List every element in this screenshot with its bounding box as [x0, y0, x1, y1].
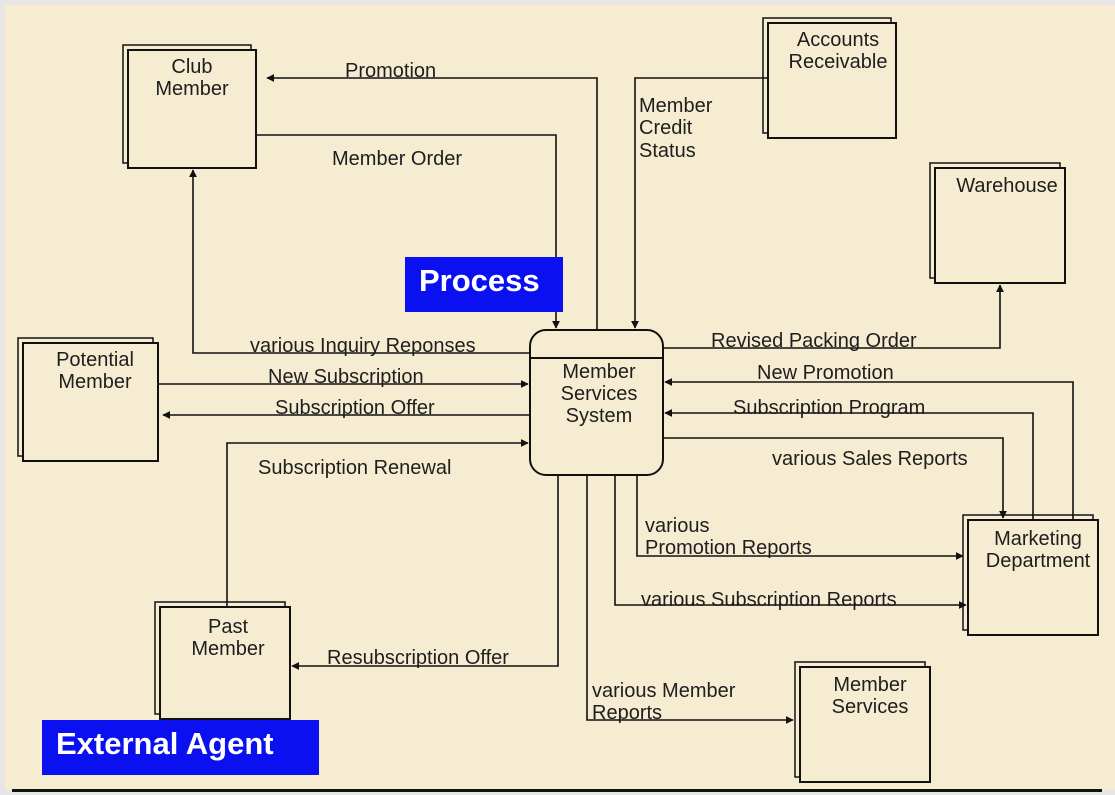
entity-potential-member: Potential Member: [17, 337, 159, 462]
entity-past-member: Past Member: [154, 601, 291, 720]
flow-label-subscription-program: Subscription Program: [733, 397, 925, 419]
flow-label-inquiry-responses: various Inquiry Reponses: [250, 335, 476, 357]
external-agent-callout: External Agent: [42, 720, 319, 775]
entity-label: Department: [986, 550, 1091, 572]
entity-label: Receivable: [789, 51, 888, 73]
entity-marketing-department: Marketing Department: [962, 514, 1099, 636]
process-member-services-system: Member Services System: [529, 329, 664, 476]
entity-club-member: Club Member: [122, 44, 257, 169]
flow-label-new-promotion: New Promotion: [757, 362, 894, 384]
diagram-canvas: Club Member Accounts Receivable Warehous…: [5, 5, 1115, 790]
process-label: Services: [561, 383, 638, 405]
flow-label-new-subscription: New Subscription: [268, 366, 424, 388]
flow-member-reports-line: [586, 475, 794, 724]
process-label: Member: [562, 361, 636, 383]
entity-label: Club: [171, 56, 212, 78]
flow-label-promotion: Promotion: [345, 60, 436, 82]
flow-revised-packing-order-line: [663, 284, 1004, 349]
entity-label: Warehouse: [956, 175, 1058, 197]
entity-label: Marketing: [994, 528, 1082, 550]
flow-subscription-program-line: [664, 409, 1034, 520]
flow-label-member-credit-status: Credit: [639, 117, 693, 139]
flow-label-member-credit-status: Member: [639, 95, 713, 117]
entity-label: Member: [833, 674, 907, 696]
flow-promotion-reports-line: [636, 475, 964, 560]
flow-subscription-renewal-line: [226, 439, 529, 607]
entity-accounts-receivable: Accounts Receivable: [762, 17, 897, 139]
process-callout: Process: [405, 257, 563, 312]
entity-label: Member: [191, 638, 265, 660]
flow-label-subscription-offer: Subscription Offer: [275, 397, 435, 419]
entity-label: Potential: [56, 349, 134, 371]
bottom-rule: [12, 789, 1102, 792]
entity-label: Past: [208, 616, 248, 638]
flow-label-promotion-reports: Promotion Reports: [645, 537, 812, 559]
flow-subscription-reports-line: [614, 475, 967, 609]
flow-label-resubscription-offer: Resubscription Offer: [327, 647, 509, 669]
flow-label-member-credit-status: Status: [639, 140, 696, 162]
process-label: System: [566, 405, 633, 427]
flow-label-revised-packing-order: Revised Packing Order: [711, 330, 917, 352]
flow-inquiry-responses-line: [189, 169, 530, 354]
flow-label-member-order: Member Order: [332, 148, 462, 170]
data-flow-diagram: Club Member Accounts Receivable Warehous…: [17, 17, 1099, 783]
flow-label-sales-reports: various Sales Reports: [772, 448, 968, 470]
flow-new-promotion-line: [664, 378, 1074, 520]
flow-member-credit-status-line: [631, 77, 768, 329]
flow-label-promotion-reports: various: [645, 515, 709, 537]
entity-label: Services: [832, 696, 909, 718]
entity-member-services: Member Services: [794, 661, 931, 783]
entity-label: Member: [58, 371, 132, 393]
flow-label-subscription-renewal: Subscription Renewal: [258, 457, 451, 479]
flow-label-member-reports: various Member: [592, 680, 736, 702]
flow-sales-reports-line: [663, 437, 1007, 519]
entity-warehouse: Warehouse: [929, 162, 1066, 284]
flow-resubscription-offer-line: [291, 475, 559, 670]
flow-promotion-line: [266, 74, 598, 330]
entity-label: Accounts: [797, 29, 879, 51]
entity-label: Member: [155, 78, 229, 100]
flow-label-subscription-reports: various Subscription Reports: [641, 589, 897, 611]
flow-label-member-reports: Reports: [592, 702, 662, 724]
